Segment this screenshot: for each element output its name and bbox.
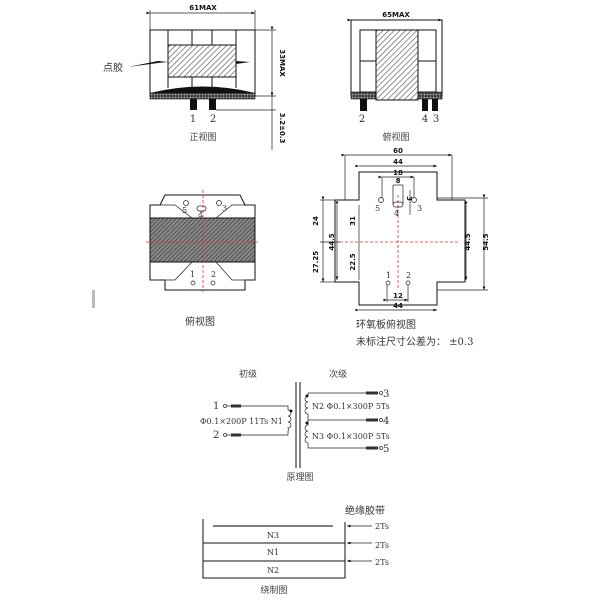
- pin-1: [190, 99, 197, 110]
- dim-12: 12: [393, 292, 403, 300]
- layer-label: N3: [267, 531, 279, 540]
- pin-label: 2: [406, 271, 411, 280]
- front-width-dim: 61MAX: [189, 4, 217, 12]
- primary-label: 初级: [239, 368, 257, 380]
- pin-label: 4: [394, 209, 399, 218]
- secondary-label: 次级: [329, 368, 347, 380]
- top-view-caption: 俯视图: [185, 315, 215, 328]
- schematic-caption: 原理图: [286, 472, 313, 483]
- pin-label: 2: [210, 114, 216, 125]
- dim-18: 18: [393, 169, 403, 177]
- pin-label: 3: [433, 114, 439, 125]
- winding-caption: 绕制图: [260, 584, 287, 596]
- dim-44: 44: [393, 158, 403, 166]
- dim-27-25: 27.25: [312, 251, 320, 273]
- pin-label: 4: [422, 114, 428, 125]
- dim-8: 8: [396, 177, 401, 185]
- dim-24: 24: [312, 216, 320, 226]
- primary-spec: Φ0.1×200P 11Ts N1: [200, 417, 283, 426]
- layer-label: N2: [267, 566, 279, 575]
- pin-label: 1: [386, 271, 391, 280]
- front-height-dim: 33MAX: [278, 49, 286, 77]
- side-width-dim: 65MAX: [382, 11, 410, 19]
- pin-label: 5: [383, 444, 389, 455]
- winding-diagram: 绝缘胶带 N3 N1 N2 2Ts 2Ts 2Ts 绕制图: [202, 504, 389, 596]
- pin-label: 4: [383, 416, 389, 427]
- pin-label: 5: [375, 204, 380, 213]
- layer-label: N1: [267, 548, 279, 557]
- front-view: 61MAX 1 2 点胶 33MAX 3.2±0.3 正视图: [103, 4, 286, 150]
- pin-label: 2: [213, 430, 219, 441]
- dim-31: 31: [349, 216, 357, 226]
- dim-22-5: 22.5: [349, 253, 357, 270]
- tape-turns: 2Ts: [375, 522, 389, 531]
- pin-label: 1: [190, 270, 195, 279]
- pin-label: 3: [417, 204, 422, 213]
- pin-label: 1: [213, 401, 219, 412]
- dim-54-5: 54.5: [482, 233, 490, 250]
- dim-44-bottom: 44: [393, 302, 403, 310]
- board-caption: 环氧板俯视图: [356, 318, 416, 331]
- dim-60: 60: [393, 147, 403, 155]
- margin-mark: [92, 290, 95, 308]
- glue-label: 点胶: [103, 61, 123, 74]
- schematic: 初级 次级 1 2 Φ0.1×200P 11Ts N1 3 4 5 N2 Φ0.…: [200, 368, 390, 483]
- tolerance-note: 未标注尺寸公差为： ±0.3: [356, 335, 473, 348]
- pin-2: [209, 99, 216, 110]
- pin-label: 2: [211, 270, 216, 279]
- dim-44-5-left: 44.5: [328, 233, 336, 250]
- n3-spec: N3 Φ0.1×300P 5Ts: [312, 432, 390, 441]
- tape-label: 绝缘胶带: [345, 504, 385, 517]
- side-view-caption: 俯视图: [382, 131, 409, 143]
- top-view: 5 4 3 1 2 俯视图: [146, 190, 258, 328]
- dim-44-5-right: 44.5: [464, 233, 472, 250]
- side-view: 65MAX 2 4 3 俯视图: [347, 11, 443, 143]
- pin-label: 5: [182, 206, 187, 215]
- tape-turns: 2Ts: [375, 558, 389, 567]
- pin-label: 2: [359, 114, 365, 125]
- pin-label: 4: [198, 211, 203, 220]
- pin-label: 1: [190, 114, 196, 125]
- dim-3: 3: [405, 196, 413, 201]
- board-view: 5 4 3 1 2 60 44 18 8 3 12 44 24 27.25 44…: [312, 147, 490, 348]
- pin-label: 3: [383, 389, 389, 400]
- pin-label: 3: [222, 204, 227, 213]
- n2-spec: N2 Φ0.1×300P 5Ts: [312, 402, 390, 411]
- tape-turns: 2Ts: [375, 541, 389, 550]
- pin-length-dim: 3.2±0.3: [278, 113, 286, 144]
- front-view-caption: 正视图: [189, 131, 216, 143]
